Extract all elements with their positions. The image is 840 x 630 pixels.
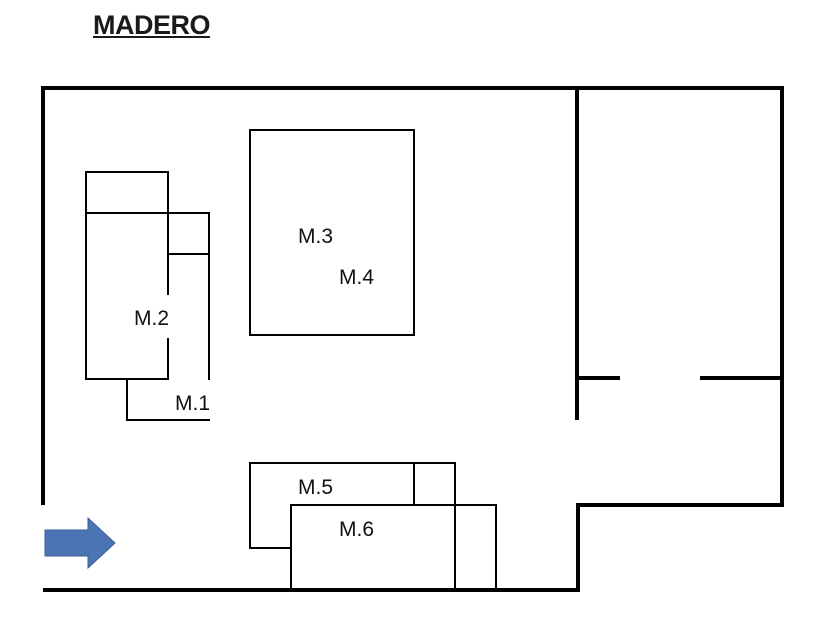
label-m1: M.1 <box>175 392 211 415</box>
plan-title: MADERO <box>93 10 211 40</box>
furniture-m6 <box>290 504 497 591</box>
furniture-m1 <box>126 212 210 421</box>
outer-wall <box>41 86 784 592</box>
label-m3: M.3 <box>298 225 334 248</box>
furniture-m3-m4 <box>249 129 415 336</box>
furniture-m5 <box>249 462 456 549</box>
label-m2: M.2 <box>134 307 170 330</box>
arrow-right-icon <box>44 516 116 570</box>
walls <box>41 86 784 592</box>
label-m5: M.5 <box>298 476 334 499</box>
label-m6: M.6 <box>339 518 375 541</box>
label-m4: M.4 <box>339 266 375 289</box>
furniture-m2 <box>85 171 169 380</box>
